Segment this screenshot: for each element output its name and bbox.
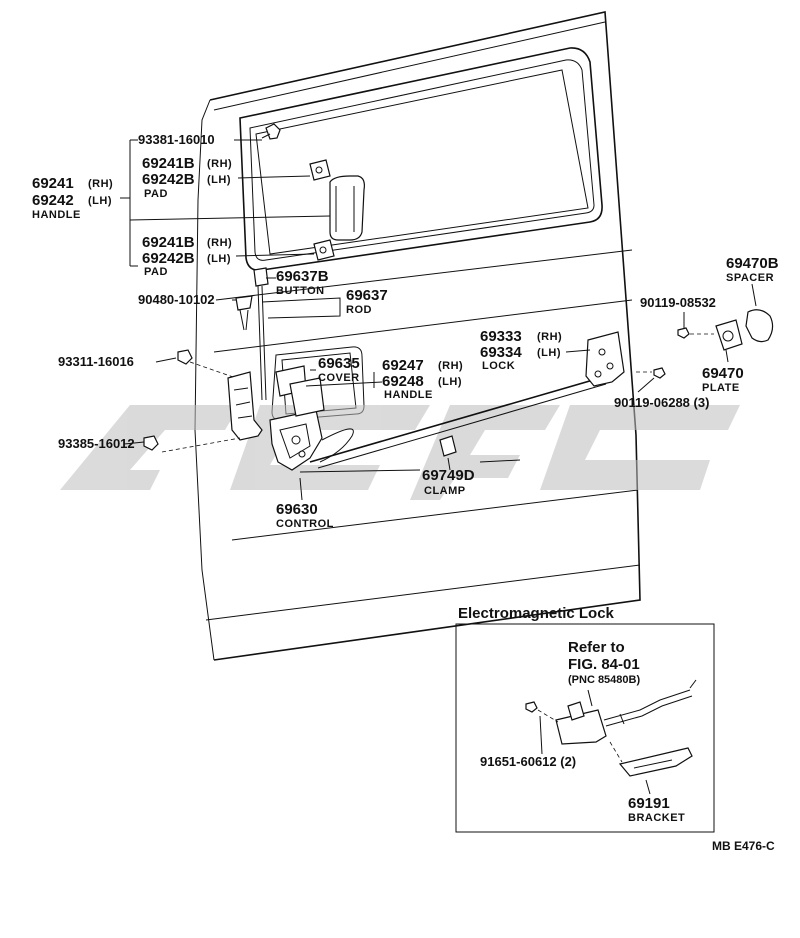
part-number: 69630 xyxy=(276,501,318,518)
part-number: 69241B xyxy=(142,155,195,172)
part-number: 93381-16010 xyxy=(138,132,215,147)
part-number: 90119-08532 xyxy=(640,295,716,310)
variant: (RH) xyxy=(207,237,232,249)
part-number: 69637 xyxy=(346,287,388,304)
part-name: HANDLE xyxy=(32,209,81,221)
part-number: 69247 xyxy=(382,357,424,374)
part-number: 69241B xyxy=(142,234,195,251)
part-name: PAD xyxy=(144,188,168,200)
control-unit xyxy=(269,409,323,471)
bolt-icon xyxy=(177,349,193,365)
bracket-icon xyxy=(618,747,693,777)
part-name: HANDLE xyxy=(384,389,433,401)
part-number: 69635 xyxy=(318,355,360,372)
part-name: COVER xyxy=(318,372,360,384)
part-number: 69333 xyxy=(480,328,522,345)
outside-handle-assembly xyxy=(120,123,365,267)
screw-icon xyxy=(677,327,690,339)
part-number: 69242B xyxy=(142,171,195,188)
button-rod-assembly xyxy=(232,267,341,401)
pad-lower xyxy=(313,239,335,261)
pad-upper xyxy=(309,159,331,181)
inset-bolt-label: 91651-60612 (2) xyxy=(480,754,576,769)
inset-electromagnetic-lock: Electromagnetic Lock Refer to FIG. 84-01… xyxy=(455,605,715,833)
part-name: CONTROL xyxy=(276,518,334,530)
clamp-icon xyxy=(439,435,457,457)
part-number: 69191 xyxy=(628,795,670,812)
control-rods xyxy=(299,377,607,473)
lock-button xyxy=(253,267,269,287)
variant: (LH) xyxy=(537,347,561,359)
part-name: SPACER xyxy=(726,272,774,284)
latch-body xyxy=(227,371,263,441)
variant: (RH) xyxy=(438,360,463,372)
inset-title: Electromagnetic Lock xyxy=(458,605,615,622)
outside-handle xyxy=(329,175,365,241)
variant: (RH) xyxy=(207,158,232,170)
watermark xyxy=(60,405,740,500)
part-name: LOCK xyxy=(482,360,515,372)
screw-icon xyxy=(653,367,666,379)
part-name: BUTTON xyxy=(276,285,325,297)
part-name: PLATE xyxy=(702,382,740,394)
variant: (LH) xyxy=(438,376,462,388)
rear-lock-assembly xyxy=(565,283,774,393)
variant: (LH) xyxy=(207,253,231,265)
part-number: 69470B xyxy=(726,255,779,272)
variant: (RH) xyxy=(537,331,562,343)
actuator-icon xyxy=(555,709,607,745)
part-number: 93311-16016 xyxy=(58,354,134,369)
part-name: BRACKET xyxy=(628,812,685,824)
rear-lock-icon xyxy=(585,331,625,387)
plate-icon xyxy=(715,319,743,351)
part-number: 69242 xyxy=(32,192,74,209)
part-name: PAD xyxy=(144,266,168,278)
part-number: 90480-10102 xyxy=(138,292,215,307)
part-number: 69470 xyxy=(702,365,744,382)
refer-line: (PNC 85480B) xyxy=(568,674,640,686)
part-number: 93385-16012 xyxy=(58,436,135,451)
variant: (RH) xyxy=(88,178,113,190)
part-number: 69334 xyxy=(480,344,522,361)
part-number: 69241 xyxy=(32,175,74,192)
part-number: 69749D xyxy=(422,467,475,484)
labels-left: 93381-16010 69241B (RH) 69242B (LH) PAD … xyxy=(32,132,475,530)
inner-handle-icon xyxy=(289,377,325,417)
door-panel xyxy=(194,11,641,661)
variant: (LH) xyxy=(207,174,231,186)
part-number: 69242B xyxy=(142,250,195,267)
inset-frame xyxy=(455,623,715,833)
part-number: 69637B xyxy=(276,268,329,285)
connector-icon xyxy=(567,701,585,721)
variant: (LH) xyxy=(88,195,112,207)
part-name: CLAMP xyxy=(424,485,466,497)
refer-line: FIG. 84-01 xyxy=(568,656,640,673)
diagram-code: MB E476-C xyxy=(712,839,775,853)
lock-control-assembly xyxy=(123,349,383,501)
bolt-icon xyxy=(143,435,159,451)
grommet-icon xyxy=(235,295,253,311)
spacer-icon xyxy=(745,309,774,343)
refer-line: Refer to xyxy=(568,639,625,656)
part-number: 90119-06288 (3) xyxy=(614,395,709,410)
part-number: 69248 xyxy=(382,373,424,390)
bolt-icon xyxy=(525,701,538,713)
labels-right: 69470B SPACER 90119-08532 69333 (RH) 693… xyxy=(480,255,779,410)
part-name: ROD xyxy=(346,304,372,316)
bolt-icon xyxy=(265,123,281,140)
